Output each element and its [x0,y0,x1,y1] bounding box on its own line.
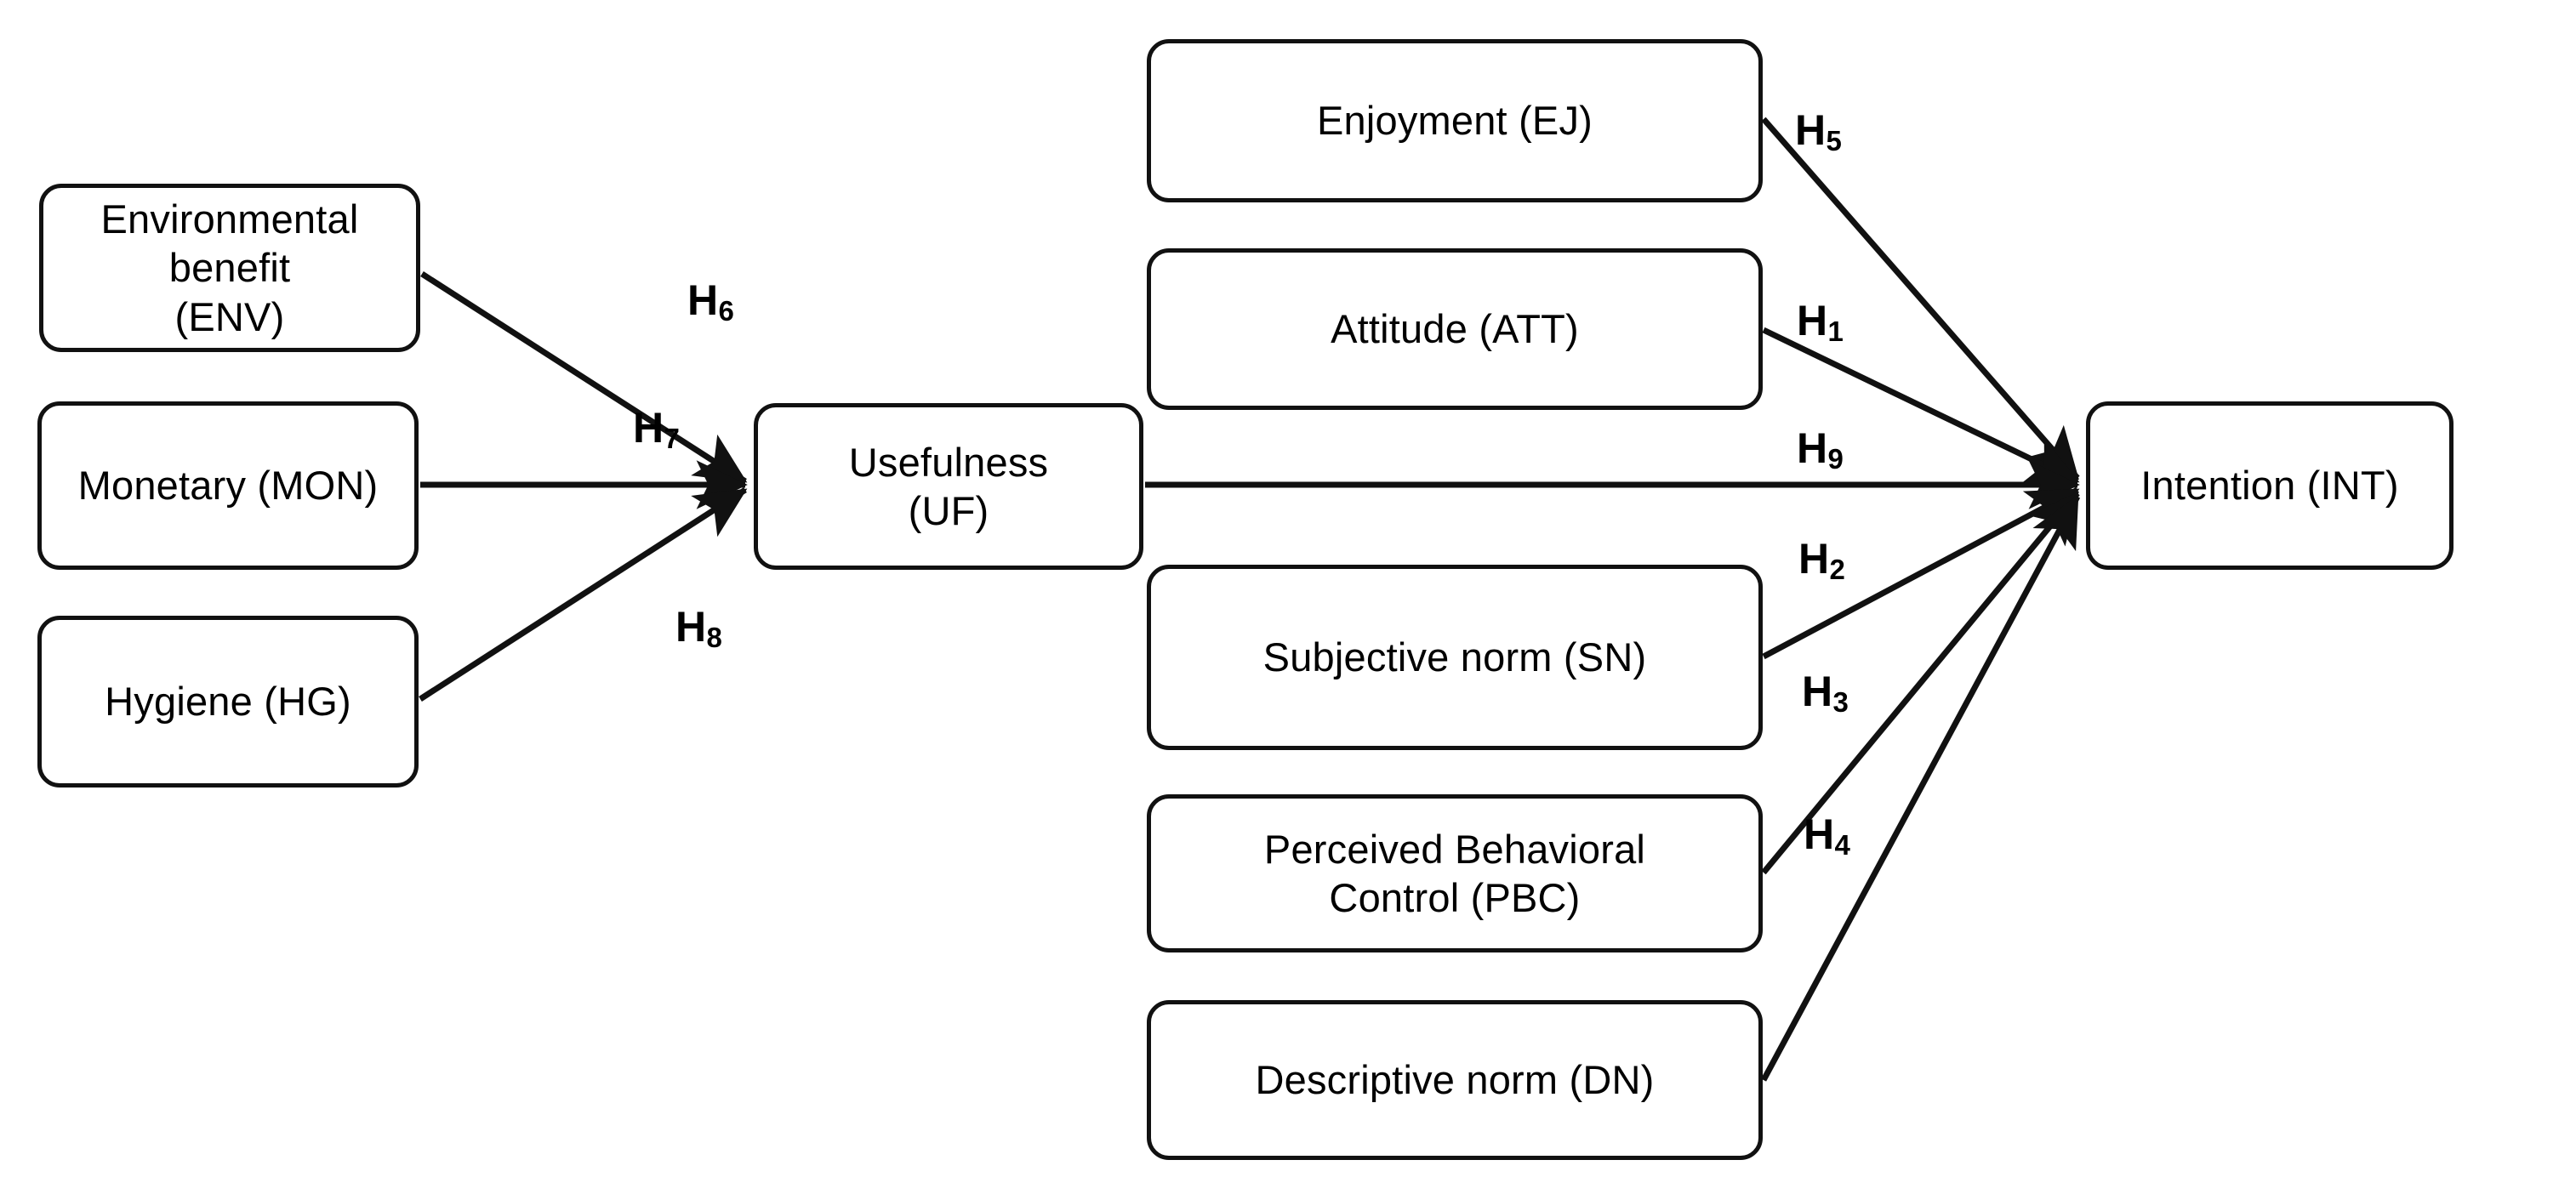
node-intention[interactable]: Intention (INT) [2086,401,2453,570]
edge-label-h2-sub: 2 [1829,554,1845,586]
edge-label-h5-base: H [1795,106,1827,154]
edge-label-h7-base: H [633,404,664,452]
node-label-sn: Subjective norm (SN) [1262,634,1647,680]
node-subjective-norm[interactable]: Subjective norm (SN) [1147,565,1763,750]
node-usefulness[interactable]: Usefulness (UF) [754,403,1143,570]
node-perceived-behavioral-control[interactable]: Perceived Behavioral Control (PBC) [1147,794,1763,952]
edge-label-h3-sub: 3 [1832,686,1849,719]
edge-hyg-to-uf [419,487,748,702]
node-label-pbc: Perceived Behavioral Control (PBC) [1263,826,1646,920]
node-label-mon: Monetary (MON) [77,463,379,509]
edge-label-h4-base: H [1804,810,1835,858]
node-label-int: Intention (INT) [2140,463,2399,509]
edge-label-h9-sub: 9 [1827,443,1844,475]
node-attitude[interactable]: Attitude (ATT) [1147,248,1763,410]
node-label-uf: Usefulness (UF) [848,439,1049,533]
node-label-hyg: Hygiene (HG) [105,679,351,725]
node-environmental-benefit[interactable]: Environmental benefit (ENV) [39,184,420,352]
node-enjoyment[interactable]: Enjoyment (EJ) [1147,39,1763,202]
node-hygiene[interactable]: Hygiene (HG) [37,616,419,788]
edge-label-h1: H1 [1797,297,1844,345]
edge-label-h4-sub: 4 [1834,829,1850,861]
edge-label-h6-base: H [687,276,719,324]
node-monetary[interactable]: Monetary (MON) [37,401,419,570]
node-descriptive-norm[interactable]: Descriptive norm (DN) [1147,1000,1763,1160]
edge-label-h2-base: H [1798,535,1830,583]
edge-label-h8: H8 [675,603,722,651]
edge-label-h7-sub: 7 [664,423,680,455]
node-label-att: Attitude (ATT) [1331,306,1579,352]
edge-label-h9: H9 [1797,424,1844,473]
edge-label-h8-sub: 8 [706,622,722,654]
edge-label-h6-sub: 6 [718,295,734,327]
edge-label-h8-base: H [675,603,707,651]
node-label-dn: Descriptive norm (DN) [1255,1057,1655,1103]
edge-label-h4: H4 [1804,810,1850,859]
edge-label-h5-sub: 5 [1826,125,1842,157]
node-label-ej: Enjoyment (EJ) [1316,98,1593,144]
edge-dn-to-int [1760,494,2081,1082]
edge-label-h9-base: H [1797,424,1828,472]
edge-label-h7: H7 [633,404,680,452]
edge-label-h2: H2 [1798,535,1845,583]
edge-label-h1-sub: 1 [1827,316,1844,348]
edge-label-h3-base: H [1802,668,1833,715]
edge-label-h1-base: H [1797,297,1828,344]
edge-label-h6: H6 [687,276,734,325]
node-label-env: Environmental benefit (ENV) [100,196,359,339]
edge-label-h3: H3 [1802,668,1849,716]
edge-label-h5: H5 [1795,106,1842,155]
